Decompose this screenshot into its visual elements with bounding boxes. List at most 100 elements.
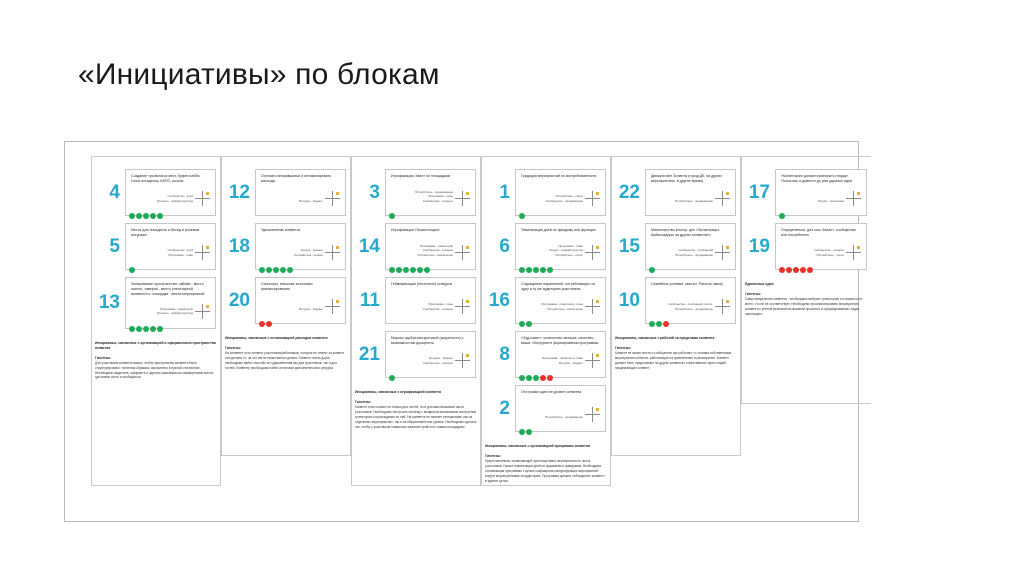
initiative-card[interactable]: Движухи вне Зиланта (город ДК, на других…: [645, 169, 736, 216]
crosshair-icon: [846, 245, 861, 260]
vote-dots: [259, 267, 293, 273]
footer-subheading: Гипотезы:: [745, 292, 762, 297]
initiative-card[interactable]: Игрофикация «Экзистенция»Программа - тра…: [385, 223, 476, 273]
footer-heading: Инициативы, связанные с работой за преде…: [615, 336, 715, 340]
footer-subheading: Гипотезы:: [485, 454, 502, 459]
card-title: Сокращение параллелей, потребляющих за о…: [521, 282, 595, 292]
card-title: «Худ-совет»: количество меньше, качество…: [521, 336, 600, 346]
vote-dot-green: [136, 213, 142, 219]
card-axis-label: Сообщество - клуб: [167, 194, 193, 199]
card-axis-label: Потребитель - вовлечение: [417, 252, 453, 257]
card-axis-label: Ресурсы - бюджет: [298, 306, 323, 311]
initiative-card[interactable]: «Худ-совет»: количество меньше, качество…: [515, 331, 606, 381]
vote-dot-red: [779, 267, 785, 273]
vote-dot-green: [417, 267, 423, 273]
marker-icon: [466, 192, 469, 195]
footer-heading: Инициативы, связанные с организацией про…: [485, 444, 591, 448]
card-axis-label: Сообщество - интерес: [813, 248, 844, 253]
card-number: 20: [228, 290, 250, 311]
card-number: 22: [618, 182, 640, 203]
vote-dots: [259, 321, 272, 327]
marker-icon: [336, 300, 339, 303]
card-axis-label: Ресурсы - бюджет: [428, 356, 453, 361]
card-title: Движухи вне Зиланта (город ДК, на других…: [651, 174, 723, 184]
vote-dots: [519, 213, 525, 219]
initiative-card[interactable]: Сокращение параллелей, потребляющих за о…: [515, 277, 606, 327]
vote-dot-green: [129, 267, 135, 273]
vote-dot-red: [663, 321, 669, 327]
vote-dots: [389, 375, 395, 381]
card-axis-label: Программа - параллели, темы: [542, 356, 583, 361]
column-3-footer: Инициативы, связанные с игрофикацией кон…: [352, 390, 480, 430]
initiative-card[interactable]: Места для посиделок и бесед в ролевом ан…: [125, 223, 216, 273]
column-2-footer: Инициативы, связанные с оптимизацией рас…: [222, 336, 350, 371]
card-axis-labels: Сообщество - сообщений, воспр.Потребител…: [668, 302, 713, 314]
marker-icon: [206, 192, 209, 195]
initiative-card[interactable]: Создание тусовочных мест, буфет-набби, т…: [125, 169, 216, 219]
card-axis-label: Ресурс - бюджет: [300, 248, 323, 253]
initiative-column-5: 22 Движухи вне Зиланта (город ДК, на друг…: [611, 156, 741, 456]
card-axis-label: Сообщество - сообщений: [678, 248, 714, 253]
initiative-card[interactable]: «Мониторинг должен приносить плоды» Посч…: [775, 169, 867, 219]
card-title: Удешевление конвента: [261, 228, 300, 232]
card-axes: Ресурсы - бюджет: [261, 297, 340, 314]
card-axes: Потребитель - продвижение: [651, 189, 730, 206]
footer-heading: Инициативы, связанные с игрофикацией кон…: [355, 390, 441, 394]
card-axis-labels: Потребитель - продвижение: [545, 415, 583, 422]
vote-dot-green: [519, 267, 525, 273]
card-title: Маркер одобрения критикой (жюри/гостя) с…: [391, 336, 464, 346]
card-axis-label: Программа - темы: [168, 252, 193, 257]
marker-icon: [206, 304, 209, 308]
page-title: «Инициативы» по блокам: [78, 58, 440, 91]
footer-subheading: Гипотезы:: [615, 346, 632, 351]
initiative-card[interactable]: Маркер одобрения критикой (жюри/гостя) с…: [385, 331, 476, 381]
vote-dot-red: [793, 267, 799, 273]
crosshair-icon: [585, 353, 600, 368]
initiative-card[interactable]: Отрезать вложившихся и оптимизировать ра…: [255, 169, 346, 216]
footer-body: Конвент стал сложен на только для гостей…: [355, 404, 477, 429]
card-axes: Ресурсы - бюджет: [261, 189, 340, 206]
card-axis-label: Сообщество - клуб: [167, 248, 193, 253]
initiative-column-6: 17«Мониторинг должен приносить плоды» По…: [741, 156, 871, 404]
initiative-card[interactable]: Градация мероприятий по востребованности…: [515, 169, 606, 219]
card-axis-label: Программа - темы: [428, 194, 453, 199]
vote-dot-green: [403, 267, 409, 273]
initiative-card[interactable]: Спонсоры, внешние источники финансирован…: [255, 277, 346, 327]
marker-icon: [596, 192, 599, 195]
column-5-cards: 22 Движухи вне Зиланта (город ДК, на друг…: [612, 169, 740, 327]
initiative-card[interactable]: Определиться, для кого Зилант: сообществ…: [775, 223, 867, 273]
card-axis-label: Сообщество - интерес: [422, 306, 453, 311]
card-number: 2: [499, 398, 510, 419]
initiative-card[interactable]: Зонирование пространства: чайная - место…: [125, 277, 216, 332]
card-axis-label: Ресурсы - бюджет: [558, 360, 583, 365]
card-number: 8: [499, 344, 510, 365]
card-title: Игрофикация «Экзистенция»: [391, 228, 440, 232]
card-number: 12: [228, 182, 250, 203]
footer-subheading: Гипотезы:: [225, 346, 242, 351]
card-title: Спонсоры, внешние источники финансирован…: [261, 282, 313, 292]
initiative-card[interactable]: Министерство иностр. дел «Зилантовцы-Амб…: [645, 223, 736, 273]
crosshair-icon: [455, 353, 470, 368]
